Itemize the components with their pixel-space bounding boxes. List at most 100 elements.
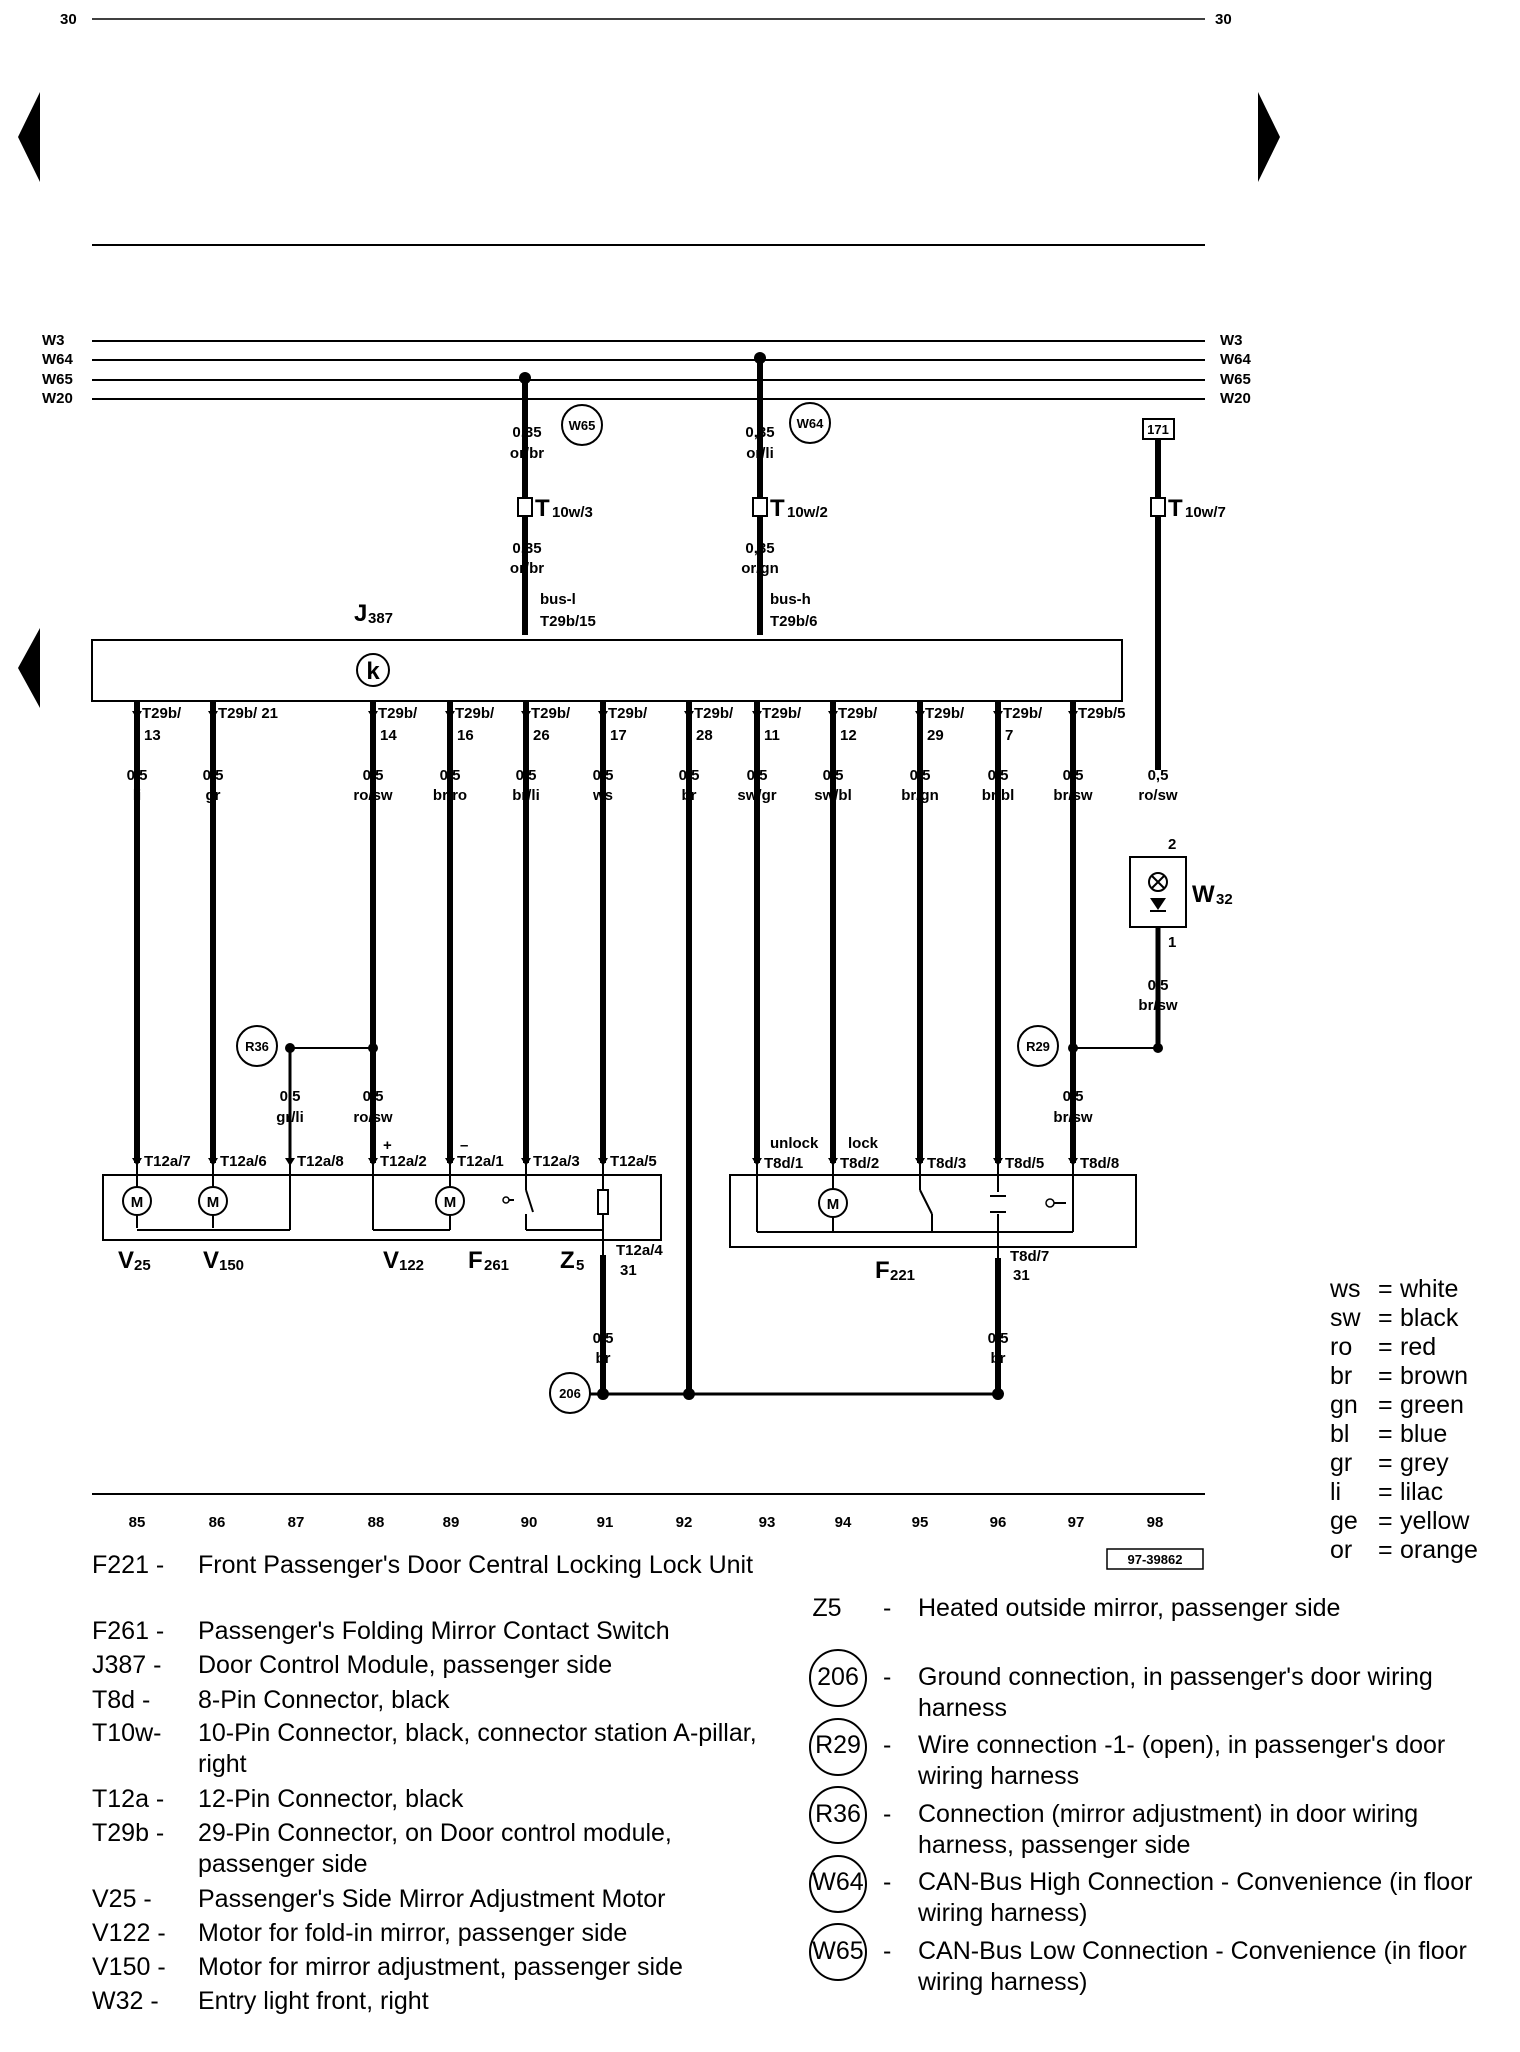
can-low-color-bot: or/br — [510, 560, 544, 577]
t12a4-sub: 31 — [620, 1262, 637, 1279]
page-number-right: 30 — [1215, 11, 1232, 28]
v25-motor-icon: M — [122, 1186, 152, 1216]
track-number: 96 — [990, 1514, 1007, 1531]
color-name: red — [1400, 1333, 1437, 1361]
page-number-left: 30 — [60, 11, 77, 28]
legend-entry: T8d -8-Pin Connector, black — [92, 1685, 772, 1751]
pin-arrow-icon — [521, 1158, 531, 1166]
color-abbr: bl — [1330, 1420, 1350, 1448]
t8d7-pin: T8d/7 — [1010, 1248, 1049, 1265]
r29-connection-circle — [1017, 1025, 1059, 1067]
bus-label-w3-right: W3 — [1220, 332, 1243, 349]
color-key-row: bl=blue — [1330, 1421, 1447, 1447]
legend-description: Wire connection -1- (open), in passenger… — [918, 1731, 1446, 1790]
ground-color-b: br — [991, 1350, 1006, 1367]
module-pin-label: T29b/ — [378, 705, 418, 722]
color-name: yellow — [1400, 1507, 1470, 1535]
color-key-row: gn=green — [1330, 1392, 1464, 1418]
t10w7-connector-icon — [1150, 497, 1166, 517]
legend-entry: V150 -Motor for mirror adjustment, passe… — [92, 1952, 772, 2018]
legend-description: 8-Pin Connector, black — [198, 1686, 450, 1714]
pin-arrow-icon — [285, 1158, 295, 1166]
mirror-part-name: F — [468, 1247, 483, 1274]
mirror-pin-label: T12a/8 — [297, 1153, 344, 1170]
equals-sign: = — [1378, 1304, 1393, 1332]
t10w3-connector-label: T — [535, 495, 550, 522]
legend-entry: W32 -Entry light front, right — [92, 1986, 772, 2052]
t10w2-connector-label: T — [770, 495, 785, 522]
color-key-row: ge=yellow — [1330, 1508, 1469, 1534]
f261-switch-icon — [502, 1189, 534, 1214]
equals-sign: = — [1378, 1478, 1393, 1506]
door-control-module-j387 — [91, 639, 1123, 702]
mirror-part-sub: 25 — [134, 1257, 151, 1274]
equals-sign: = — [1378, 1449, 1393, 1477]
r36-connection-circle — [236, 1025, 278, 1067]
module-pin-number: 7 — [1005, 727, 1013, 744]
module-pin-number: 17 — [610, 727, 627, 744]
w65-connection-circle — [561, 404, 603, 446]
w65-circle-label: W65 — [569, 418, 596, 433]
color-name: brown — [1400, 1362, 1469, 1390]
color-abbr: ro — [1330, 1333, 1353, 1361]
mirror-part-name: V — [203, 1247, 219, 1274]
legend-description: Front Passenger's Door Central Locking L… — [198, 1551, 754, 1579]
svg-text:M: M — [207, 1194, 220, 1211]
module-symbol-label: k — [366, 658, 380, 685]
lock-label: lock — [848, 1135, 879, 1152]
track-number: 94 — [835, 1514, 852, 1531]
mirror-part-sub: 5 — [576, 1257, 584, 1274]
pin-arrow-icon — [915, 1158, 925, 1166]
figure-id-box — [1106, 1548, 1204, 1570]
legend-entry: T29b -29-Pin Connector, on Door control … — [92, 1818, 772, 1884]
terminal-171-label: 171 — [1147, 422, 1169, 437]
r36-gauge-a: 0,5 — [280, 1088, 301, 1105]
legend-entry: J387 -Door Control Module, passenger sid… — [92, 1650, 772, 1716]
mirror-part-sub: 122 — [399, 1257, 424, 1274]
legend-dash: - — [883, 1663, 892, 1691]
legend-code: 206 — [817, 1663, 859, 1691]
mirror-part-sub: 150 — [219, 1257, 244, 1274]
bus-lines — [92, 340, 1205, 400]
v122-motor-icon: M — [435, 1186, 465, 1216]
component-legend-right: Z5-Heated outside mirror, passenger side… — [805, 1593, 1505, 2013]
figure-id: 97-39862 — [1128, 1552, 1183, 1567]
r36-color-a: gr/li — [276, 1109, 304, 1126]
ground-bus — [590, 1388, 1004, 1400]
next-page-arrow-icon[interactable] — [1258, 92, 1280, 182]
track-number: 87 — [288, 1514, 305, 1531]
lock-internal-wiring — [756, 1163, 1074, 1258]
equals-sign: = — [1378, 1420, 1393, 1448]
w32-feed-gauge: 0,5 — [1148, 767, 1169, 784]
module-pin-label: T29b/ 21 — [218, 705, 278, 722]
r29-color: br/sw — [1053, 1109, 1093, 1126]
module-pin-label: T29b/ — [694, 705, 734, 722]
legend-code: Z5 — [812, 1594, 842, 1622]
mirror-pin-label: T12a/2 — [380, 1153, 427, 1170]
module-pin-number: 11 — [764, 727, 780, 744]
module-pin-labels: T29b/130,5liT29b/ 210,5grT29b/140,5ro/sw… — [127, 705, 1126, 804]
w32-out-color: br/sw — [1138, 997, 1178, 1014]
legend-description: 12-Pin Connector, black — [198, 1785, 464, 1813]
t12a4-pin: T12a/4 — [616, 1242, 663, 1259]
lock-pin-label: T8d/2 — [840, 1155, 879, 1172]
can-high-gauge-bot: 0,35 — [745, 540, 774, 557]
legend-dash: - — [883, 1937, 892, 1965]
pin-arrow-icon — [828, 1158, 838, 1166]
can-high-color-bot: or/gn — [741, 560, 779, 577]
previous-page-arrow-icon[interactable] — [18, 92, 40, 182]
equals-sign: = — [1378, 1391, 1393, 1419]
track-number: 92 — [676, 1514, 693, 1531]
legend-dash: - — [883, 1800, 892, 1828]
r36-color-b: ro/sw — [353, 1109, 393, 1126]
lock-unit-f221 — [729, 1174, 1137, 1248]
legend-code: T10w- — [92, 1719, 162, 1747]
legend-description: Motor for fold-in mirror, passenger side — [198, 1919, 628, 1947]
color-key-row: or=orange — [1330, 1537, 1478, 1563]
legend-entry: F221 -Front Passenger's Door Central Loc… — [92, 1550, 772, 1616]
ground-206-label: 206 — [559, 1386, 581, 1401]
mirror-pin-label: T12a/5 — [610, 1153, 657, 1170]
legend-entry: F261 -Passenger's Folding Mirror Contact… — [92, 1616, 772, 1682]
